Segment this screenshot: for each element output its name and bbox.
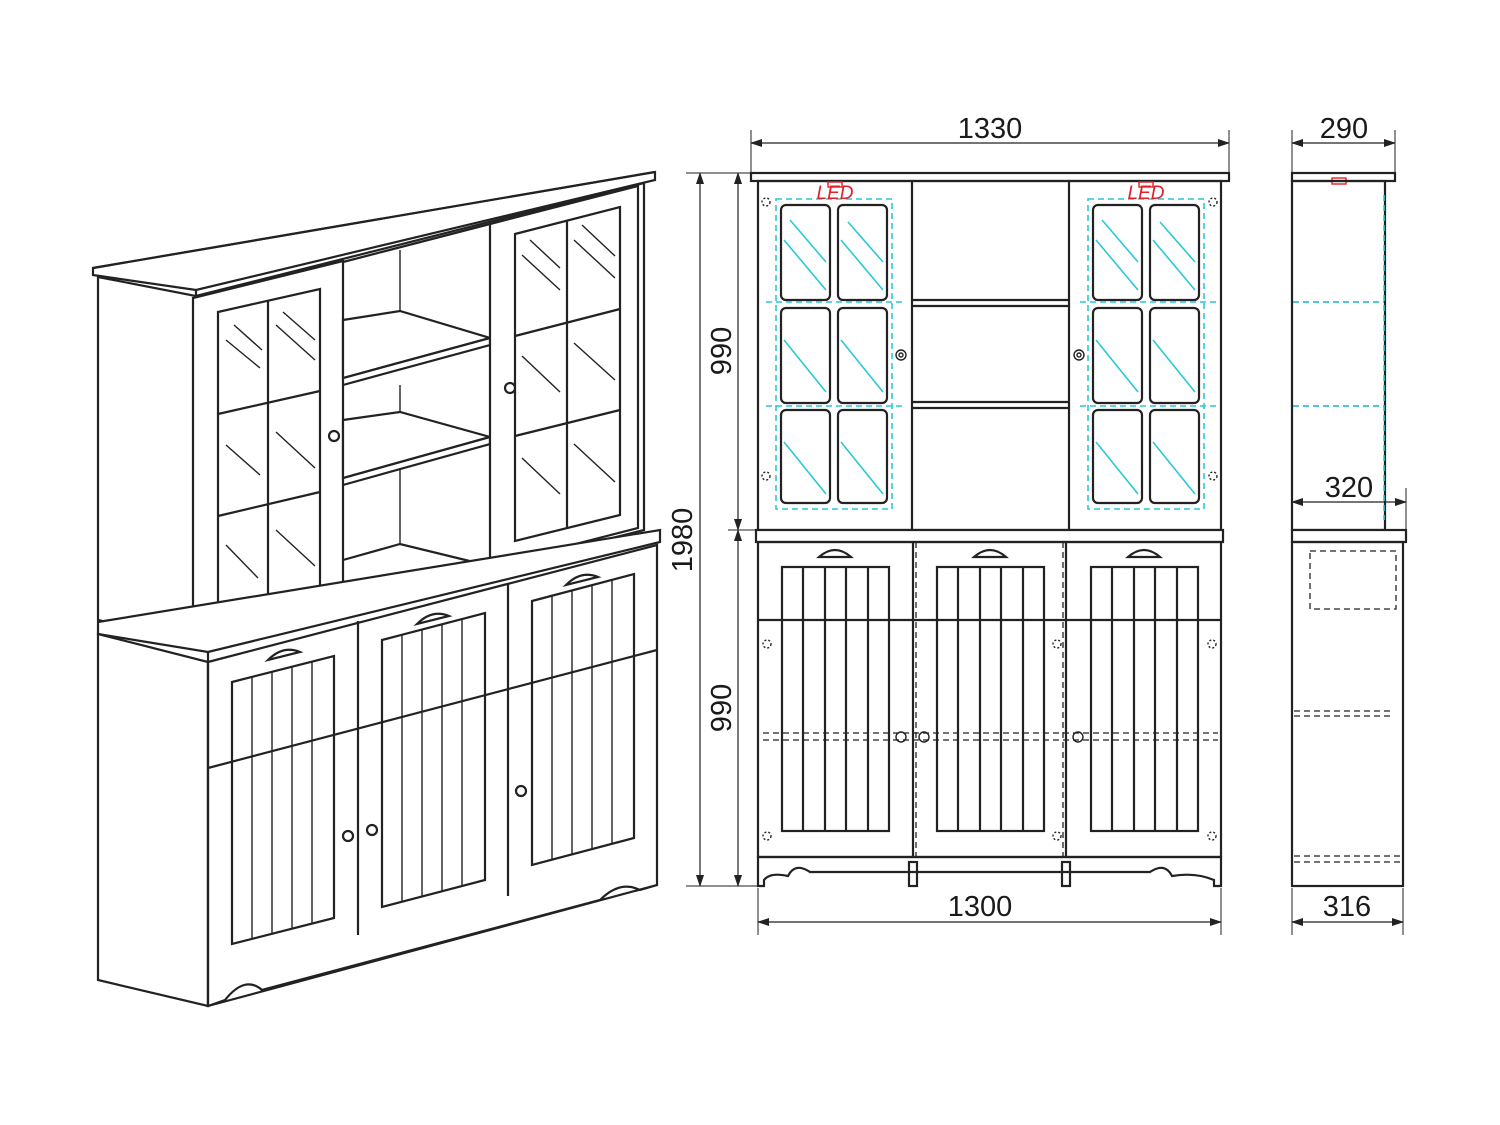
perspective-right-glass-door [488,184,640,568]
perspective-knob-icon [365,823,379,837]
dim-front-width-bottom: 1300 [948,891,1013,923]
front-right-glass-door [1073,198,1216,510]
front-upper-body [756,179,1223,532]
perspective-base-side [96,632,210,1008]
front-elevation: LED LED [749,171,1231,888]
front-plinth [756,855,1223,888]
left-door-knob-icon [327,429,341,443]
dim-lower-height: 990 [706,684,738,732]
dim-side-depth-bottom: 316 [1323,891,1371,923]
side-counter-top [1290,528,1408,544]
perspective-base-plinth [207,883,658,1008]
drawer-handle-icon [816,548,854,559]
led-strip-icon [827,181,843,188]
perspective-drawer-handle-icon [562,573,602,588]
perspective-knob-icon [341,829,355,843]
perspective-drawer-handle-icon [413,612,453,627]
side-top-slab [1290,171,1397,183]
door-knob-icon [1072,731,1084,743]
door-knob-icon [895,731,907,743]
door-knob-icon [918,731,930,743]
drawer-handle-icon [971,548,1009,559]
front-door-panel-right [1089,565,1200,833]
dim-side-depth-top: 290 [1320,113,1368,145]
front-left-glass-door [766,198,907,510]
perspective-upper-side [96,275,198,645]
side-elevation [1290,171,1408,888]
dim-upper-height: 990 [706,327,738,375]
front-door-panel-left [780,565,891,833]
right-door-knob-icon [503,381,517,395]
perspective-view [91,170,662,1008]
perspective-counter-top [96,528,662,654]
dim-total-height: 1980 [667,508,699,573]
led-label-right: LED [1128,183,1165,204]
dimension-lines: 1330 1300 1980 990 990 290 320 316 [667,113,1407,935]
drawer-handle-icon [1125,548,1163,559]
side-base-body [1290,540,1405,888]
led-label-left: LED [817,183,854,204]
perspective-drawer-handle-icon [264,648,304,663]
front-top-slab [749,171,1231,183]
front-counter-top [754,528,1225,544]
led-strip-icon [1138,181,1154,188]
perspective-knob-icon [514,784,528,798]
dim-side-depth-mid: 320 [1325,472,1373,504]
dim-front-width-top: 1330 [958,113,1023,145]
front-base-body [756,540,1223,859]
front-door-panel-middle [935,565,1046,833]
